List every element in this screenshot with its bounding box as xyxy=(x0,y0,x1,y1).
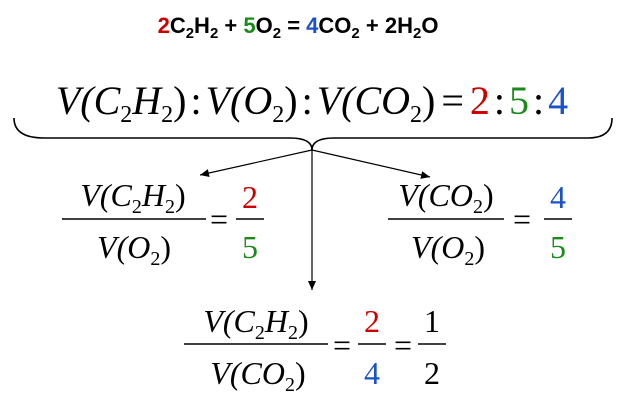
equals-sign: = xyxy=(281,13,306,38)
left-equals: = xyxy=(210,201,228,237)
subscript-h: 2 xyxy=(210,25,218,42)
right-denominator: V(O2) xyxy=(411,229,485,270)
fraction-c2h2-co2: V(C2H2) V(CO2) = 2 4 = 1 2 xyxy=(184,303,446,396)
simplified-numerator: 1 xyxy=(424,303,440,339)
bottom-equals-2: = xyxy=(394,327,412,363)
ratio-equals: = xyxy=(441,78,464,123)
ratio-v2-open: V(O xyxy=(206,78,273,123)
ratio-value-c2h2: 2 xyxy=(470,78,490,123)
subscript-o2: 2 xyxy=(273,25,281,42)
ratio-v1-open: V(C xyxy=(56,78,122,123)
ratio-v3-close: ) xyxy=(422,78,435,123)
right-equals: = xyxy=(513,201,531,237)
left-numerator: V(C2H2) xyxy=(80,177,185,218)
bottom-value-numerator: 2 xyxy=(364,303,380,339)
arrow-left xyxy=(199,149,313,177)
ratio-colon: : xyxy=(494,78,505,123)
ratio-v2-sub: 2 xyxy=(272,102,284,128)
coef-co2: 4 xyxy=(306,13,319,38)
plus-sign: + xyxy=(360,13,385,38)
subscript-co2: 2 xyxy=(351,25,359,42)
arrow-right xyxy=(311,149,431,179)
bottom-value-denominator: 4 xyxy=(364,355,380,391)
coef-c2h2: 2 xyxy=(158,13,170,38)
ratio-v2-close: ) xyxy=(284,78,297,123)
formula-co: CO xyxy=(318,13,351,38)
subscript-c: 2 xyxy=(186,25,194,42)
formula-c: C xyxy=(170,13,186,38)
ratio-value-o2: 5 xyxy=(509,78,529,123)
left-value-numerator: 2 xyxy=(242,179,258,215)
ratio-colon: : xyxy=(302,78,313,123)
right-numerator: V(CO2) xyxy=(398,177,493,218)
coef-o2: 5 xyxy=(243,13,255,38)
left-value-denominator: 5 xyxy=(242,229,258,265)
ratio-v3-open: V(CO xyxy=(317,78,410,123)
right-value-denominator: 5 xyxy=(550,229,566,265)
ratio-colon: : xyxy=(190,78,201,123)
ratio-v1-h: H xyxy=(131,78,163,123)
bottom-equals-1: = xyxy=(333,327,351,363)
bottom-numerator: V(C2H2) xyxy=(203,303,308,344)
ratio-value-co2: 4 xyxy=(548,78,568,123)
ratio-v1-sub-c: 2 xyxy=(120,102,132,128)
volume-ratio: V(C2H2):V(O2):V(CO2)=2:5:4 xyxy=(56,78,568,128)
plus-sign: + xyxy=(218,13,243,38)
right-value-numerator: 4 xyxy=(550,179,566,215)
formula-h-water: H xyxy=(397,13,413,38)
formula-o-water: O xyxy=(421,13,438,38)
left-denominator: V(O2) xyxy=(97,229,171,270)
reaction-equation: 2C2H2 + 5O2 = 4CO2 + 2H2O xyxy=(158,13,439,42)
formula-h: H xyxy=(194,13,210,38)
ratio-v3-sub: 2 xyxy=(410,102,422,128)
formula-o: O xyxy=(256,13,273,38)
ratio-v1-close: ) xyxy=(173,78,186,123)
fraction-co2-o2: V(CO2) V(O2) = 4 5 xyxy=(388,177,572,270)
bottom-denominator: V(CO2) xyxy=(210,355,305,396)
ratio-colon: : xyxy=(533,78,544,123)
coef-h2o: 2 xyxy=(385,13,397,38)
ratio-v1-sub-h: 2 xyxy=(161,102,173,128)
fraction-c2h2-o2: V(C2H2) V(O2) = 2 5 xyxy=(62,177,264,270)
subscript-h2o: 2 xyxy=(413,25,421,42)
simplified-denominator: 2 xyxy=(424,355,440,391)
